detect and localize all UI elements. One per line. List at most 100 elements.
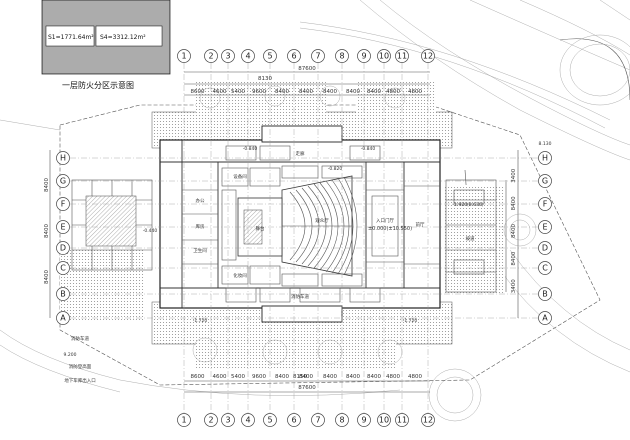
grid-bubble-label: E <box>542 223 547 232</box>
elevation-7: 9.200 <box>64 352 77 358</box>
room-audience: 观众厅 <box>315 218 329 224</box>
grid-bubble-circle <box>56 220 70 234</box>
grid-col-top-5: 5 <box>263 49 277 63</box>
grid-bubble-label: H <box>60 154 66 163</box>
grid-bubble-circle <box>177 413 191 427</box>
interior-walls <box>160 140 440 308</box>
top-dimension-text: 9600 <box>252 89 266 95</box>
grid-bubble-label: 2 <box>208 52 213 61</box>
grid-bubble-label: 10 <box>379 416 389 425</box>
grid-bubble-circle <box>311 413 325 427</box>
grid-bubble-label: F <box>61 200 66 209</box>
room-storage: 库房 <box>196 223 205 230</box>
grid-bubble-circle <box>56 261 70 275</box>
grid-row-left-G: G <box>56 174 70 188</box>
grid-row-right-F: F <box>538 197 552 211</box>
left-dimension-text: 8400 <box>44 224 50 238</box>
grid-bubble-label: H <box>542 154 548 163</box>
grid-bubble-label: 1 <box>181 416 186 425</box>
grid-bubble-circle <box>56 241 70 255</box>
grid-bubble-circle <box>538 311 552 325</box>
grid-bubble-circle <box>241 49 255 63</box>
left-dimension-text: 8400 <box>44 178 50 192</box>
grid-bubble-label: 1 <box>181 52 186 61</box>
grid-col-top-2: 2 <box>204 49 218 63</box>
grid-col-bottom-3: 3 <box>221 413 235 427</box>
grid-bubble-circle <box>377 413 391 427</box>
grid-col-top-6: 6 <box>287 49 301 63</box>
left-dimension-segments: 8400 8400 8400 <box>44 178 50 284</box>
top-dimension-text: 8400 <box>323 89 337 95</box>
grid-row-left-F: F <box>56 197 70 211</box>
grid-col-top-3: 3 <box>221 49 235 63</box>
grid-bubble-label: 2 <box>208 416 213 425</box>
grid-col-top-9: 9 <box>357 49 371 63</box>
grid-lines <box>70 63 538 413</box>
grid-row-right-B: B <box>538 287 552 301</box>
grid-bubble-circle <box>263 413 277 427</box>
bottom-dimension-text: 8400 <box>323 374 337 380</box>
room-equipment: 设备间 <box>233 173 247 180</box>
room-ramp: 坡道 <box>466 235 475 242</box>
top-dimension-text: 8400 <box>367 89 381 95</box>
elevation-9: 8.130 <box>539 141 552 147</box>
left-dimension-text: 8400 <box>44 270 50 284</box>
grid-col-top-10: 10 <box>377 49 391 63</box>
grid-bubble-label: 4 <box>245 416 250 425</box>
legend-title: 一层防火分区示意图 <box>62 80 134 90</box>
grid-bubble-circle <box>377 49 391 63</box>
grid-col-top-11: 11 <box>395 49 409 63</box>
bottom-dimension-text: 4800 <box>386 374 400 380</box>
grid-bubble-label: 6 <box>291 416 296 425</box>
right-dimension-text: 8400 <box>511 251 517 265</box>
grid-bubble-circle <box>56 151 70 165</box>
grid-bubble-circle <box>357 49 371 63</box>
grid-bubble-label: D <box>60 244 66 253</box>
grid-bubble-label: C <box>542 264 548 273</box>
grid-bubble-label: 3 <box>225 52 230 61</box>
grid-bubble-circle <box>241 413 255 427</box>
grid-row-right-H: H <box>538 151 552 165</box>
grid-row-left-H: H <box>56 151 70 165</box>
grid-bubble-label: C <box>60 264 66 273</box>
grid-bubble-circle <box>335 49 349 63</box>
top-dimension-text: 5400 <box>231 89 245 95</box>
right-dimension-text: 3400 <box>511 168 517 182</box>
elevation-8: -0.440 <box>143 228 158 234</box>
bottom-dimension-text: 4600 <box>213 374 227 380</box>
grid-bubble-circle <box>421 49 435 63</box>
grid-bubble-circle <box>56 174 70 188</box>
auditorium-seating <box>237 175 358 277</box>
grid-bubble-label: 6 <box>291 52 296 61</box>
grid-row-left-D: D <box>56 241 70 255</box>
grid-bubble-label: F <box>543 200 548 209</box>
grid-col-bottom-8: 8 <box>335 413 349 427</box>
grid-row-left-E: E <box>56 220 70 234</box>
grid-bubble-label: 12 <box>423 52 433 61</box>
grid-bubble-circle <box>311 49 325 63</box>
grid-bubble-label: A <box>60 314 66 323</box>
grid-bubble-label: 4 <box>245 52 250 61</box>
note-2: 消防登高面 <box>69 363 92 370</box>
grid-col-top-4: 4 <box>241 49 255 63</box>
dimension-lines <box>49 71 519 393</box>
legend-zone2-label: S4=3312.12m² <box>100 34 146 41</box>
grid-bubble-circle <box>221 49 235 63</box>
grid-bubble-label: B <box>542 290 548 299</box>
grid-bubble-label: 7 <box>315 416 320 425</box>
grid-bubble-label: B <box>60 290 66 299</box>
room-toilet: 卫生间 <box>193 247 207 254</box>
grid-bubble-label: 10 <box>379 52 389 61</box>
grid-col-top-8: 8 <box>335 49 349 63</box>
elevation-4: -1.720 <box>193 318 208 324</box>
grid-row-right-C: C <box>538 261 552 275</box>
bottom-dimension-text: 8400 <box>275 374 289 380</box>
grid-bubble-label: A <box>542 314 548 323</box>
